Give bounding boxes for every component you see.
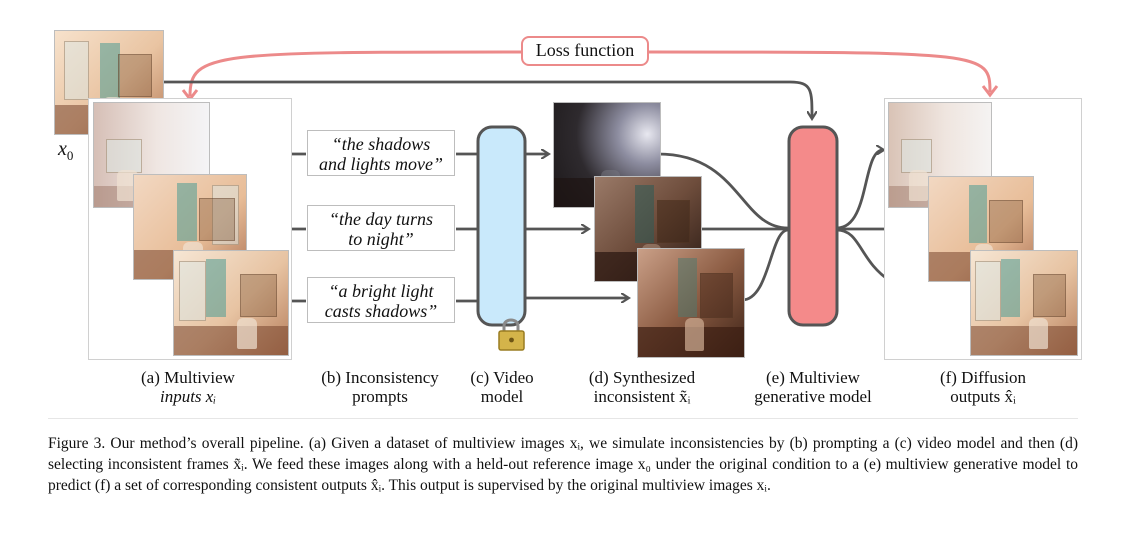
output-image-3 <box>970 250 1078 356</box>
gen-out-arrow-1 <box>836 150 883 230</box>
figure-caption: Figure 3. Our method’s overall pipeline.… <box>48 435 1078 494</box>
loss-function-label: Loss function <box>521 36 649 66</box>
caption-separator <box>48 418 1078 419</box>
loss-arrow-right <box>981 85 999 98</box>
reference-arrow <box>162 80 812 118</box>
input-image-3 <box>173 250 289 356</box>
synthesized-image-3 <box>637 248 745 358</box>
generative-model-block <box>787 125 839 327</box>
x0-label: x0 <box>58 138 74 163</box>
lock-icon <box>498 318 525 351</box>
video-model-block <box>476 125 527 327</box>
